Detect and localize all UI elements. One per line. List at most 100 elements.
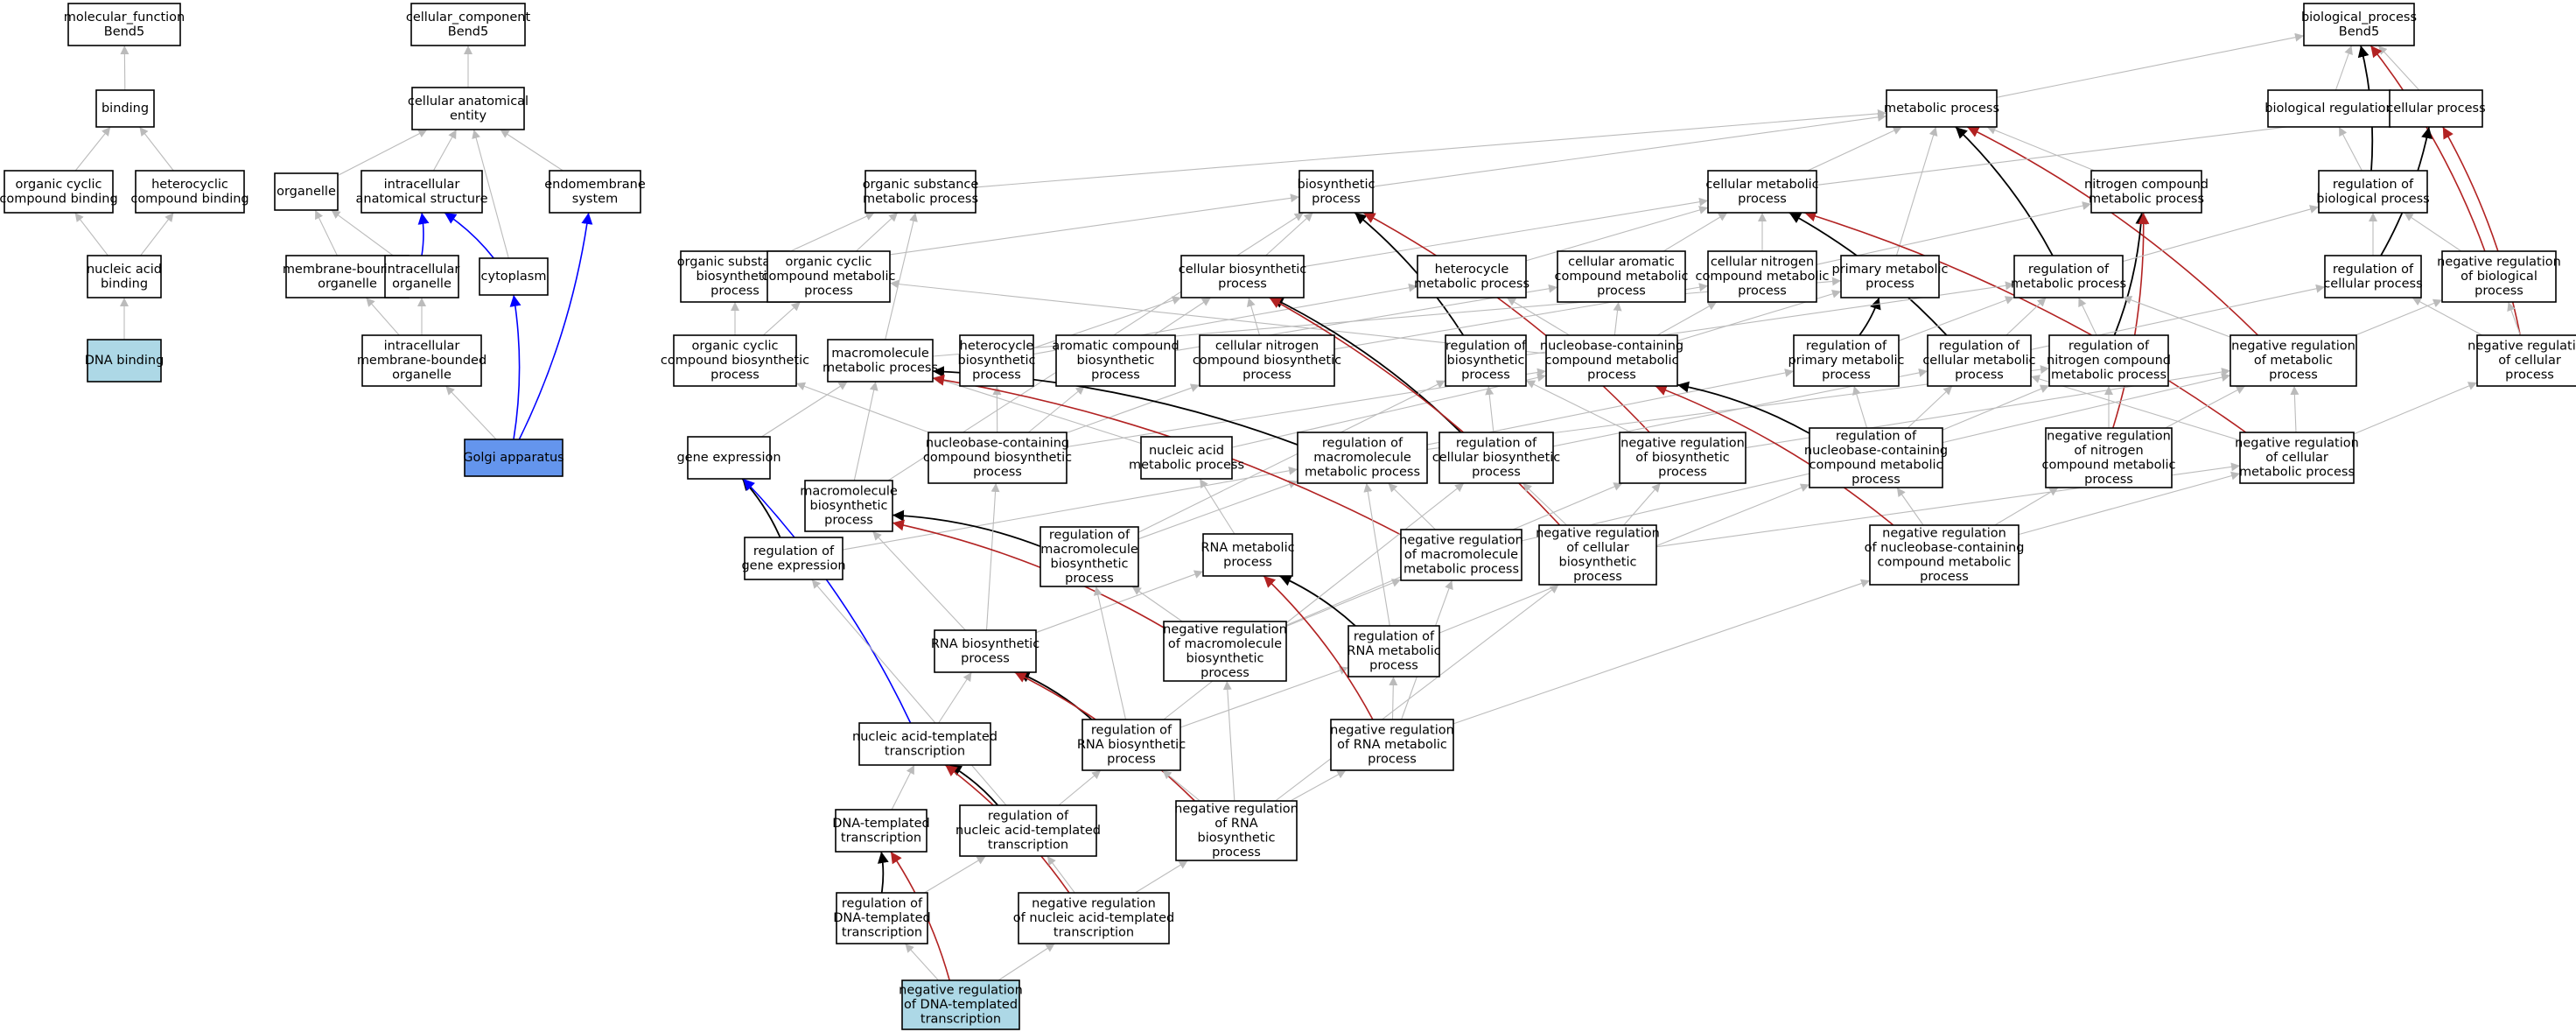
- term-label-line: process: [1955, 369, 2004, 383]
- term-node-metab[interactable]: metabolic process: [1884, 89, 1999, 128]
- term-node-regnbcmp[interactable]: regulation ofnucleobase-containingcompou…: [1804, 427, 1948, 488]
- edge-is-a-negregcellmetab-to-negregmetab: [2290, 385, 2300, 433]
- term-label-line: process: [1369, 659, 1418, 673]
- term-box: [1180, 255, 1305, 298]
- edge-is-a-negregdtt-to-regdtt: [904, 943, 939, 981]
- edge-is-a-negregbiosyn-to-regbiosyn: [1525, 380, 1632, 433]
- term-label-line: compound binding: [0, 192, 118, 206]
- edge-is-a-negregcellbiosyn-to-regcellbiosyn: [1522, 482, 1567, 526]
- term-node-cytoplasm[interactable]: cytoplasm: [479, 257, 549, 296]
- term-node-dna_bind[interactable]: DNA binding: [85, 339, 164, 383]
- term-label-line: cellular biosynthetic: [1179, 263, 1307, 277]
- term-box: [673, 334, 797, 387]
- term-label-line: process: [1738, 284, 1787, 298]
- term-box: [1886, 89, 1998, 128]
- edge-is-a-regmetab-to-regbio: [2122, 205, 2320, 263]
- term-node-cellproc[interactable]: cellular process: [2386, 89, 2486, 128]
- term-node-geneexp[interactable]: gene expression: [676, 436, 781, 480]
- term-node-golgi[interactable]: Golgi apparatus: [463, 439, 564, 477]
- term-label-line: negative regulation: [1174, 802, 1298, 816]
- term-label-line: nucleic acid-templated: [956, 824, 1101, 838]
- term-node-organelle[interactable]: organelle: [274, 172, 339, 211]
- edge-is-a-regprim-to-regmetab: [1898, 296, 2015, 341]
- term-label-line: molecular_function: [64, 11, 185, 25]
- term-label-line: compound metabolic: [2042, 458, 2176, 472]
- term-node-regmacrobp[interactable]: regulation ofmacromoleculebiosyntheticpr…: [1040, 526, 1139, 587]
- term-box: [1707, 250, 1817, 303]
- term-label-line: gene expression: [741, 558, 845, 572]
- term-box: [959, 334, 1034, 387]
- term-box: [1809, 427, 1943, 488]
- term-node-bioreg[interactable]: biological regulation: [2264, 89, 2394, 128]
- term-box: [1298, 170, 1374, 214]
- term-label-line: compound metabolic: [1555, 270, 1689, 284]
- term-label-line: process: [1658, 466, 1707, 480]
- edge-is-a-orgcyc_bind-to-binding: [74, 126, 111, 172]
- term-node-binding[interactable]: binding: [95, 89, 155, 128]
